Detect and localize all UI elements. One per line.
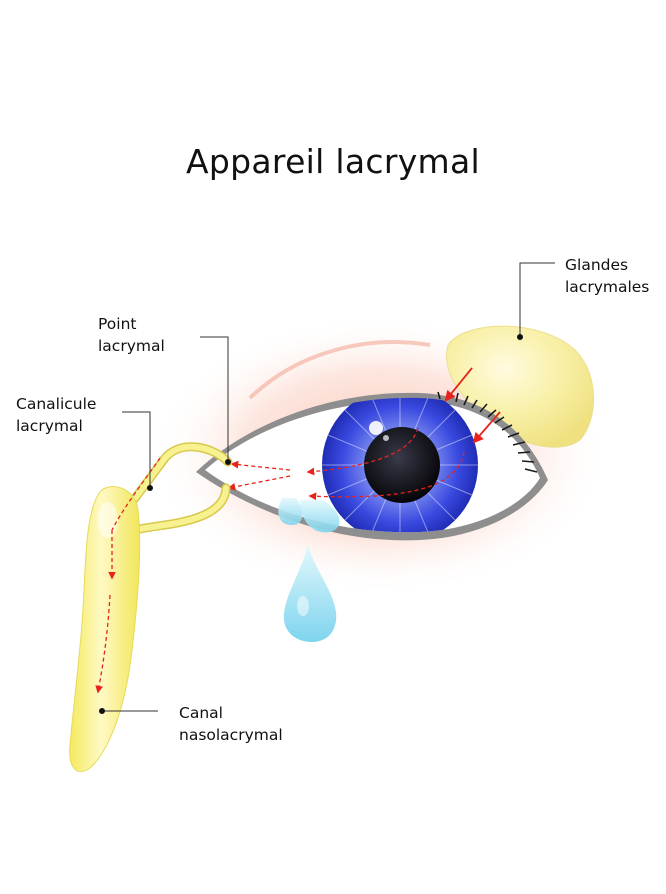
tear-flow-arrow-upper bbox=[306, 427, 419, 476]
label-glandes-line1: Glandes bbox=[565, 256, 629, 274]
pupil bbox=[364, 427, 440, 503]
eyebrow-fold bbox=[248, 340, 431, 400]
pointer-dot-point bbox=[225, 459, 231, 465]
eye-highlight bbox=[369, 421, 383, 435]
eye-highlight-small bbox=[383, 435, 389, 441]
nasolacrimal-duct bbox=[69, 486, 141, 772]
label-canal-line1: Canal bbox=[179, 704, 223, 722]
leader-line-canalicule bbox=[122, 411, 151, 488]
label-point-line1: Point bbox=[98, 315, 137, 333]
leader-line-glandes bbox=[519, 262, 555, 337]
gland-arrow-2 bbox=[472, 411, 501, 444]
label-point-lacrymal: Point lacrymal bbox=[98, 313, 165, 357]
tear-drop-eye-right bbox=[300, 500, 340, 533]
label-point-line2: lacrymal bbox=[98, 337, 165, 355]
label-canal-nasolacrymal: Canal nasolacrymal bbox=[179, 702, 283, 746]
tear-flow-arrow-point-lower bbox=[227, 475, 291, 491]
tear-flow-arrow-lower bbox=[308, 451, 465, 501]
duct-flow-arrow-1 bbox=[111, 457, 161, 531]
label-canalicule-line2: lacrymal bbox=[16, 417, 83, 435]
label-canal-line2: nasolacrymal bbox=[179, 726, 283, 744]
label-glandes-line2: lacrymales bbox=[565, 278, 650, 296]
tear-drop-eye-left bbox=[278, 498, 303, 525]
leader-line-point bbox=[200, 336, 229, 462]
tear-flow-arrow-point-upper bbox=[230, 460, 291, 471]
pointer-dot-glandes bbox=[517, 334, 523, 340]
duct-flow-arrow-3 bbox=[95, 594, 111, 694]
falling-tear-drop bbox=[283, 545, 337, 642]
label-canalicule-lacrymal: Canalicule lacrymal bbox=[16, 393, 96, 437]
label-glandes-lacrymales: Glandes lacrymales bbox=[565, 254, 649, 298]
pointer-dot-canal bbox=[99, 708, 105, 714]
diagram-title: Appareil lacrymal bbox=[186, 142, 480, 181]
label-canalicule-line1: Canalicule bbox=[16, 395, 97, 413]
gland-arrow-1 bbox=[444, 367, 473, 402]
pointer-dot-canalicule bbox=[147, 485, 153, 491]
